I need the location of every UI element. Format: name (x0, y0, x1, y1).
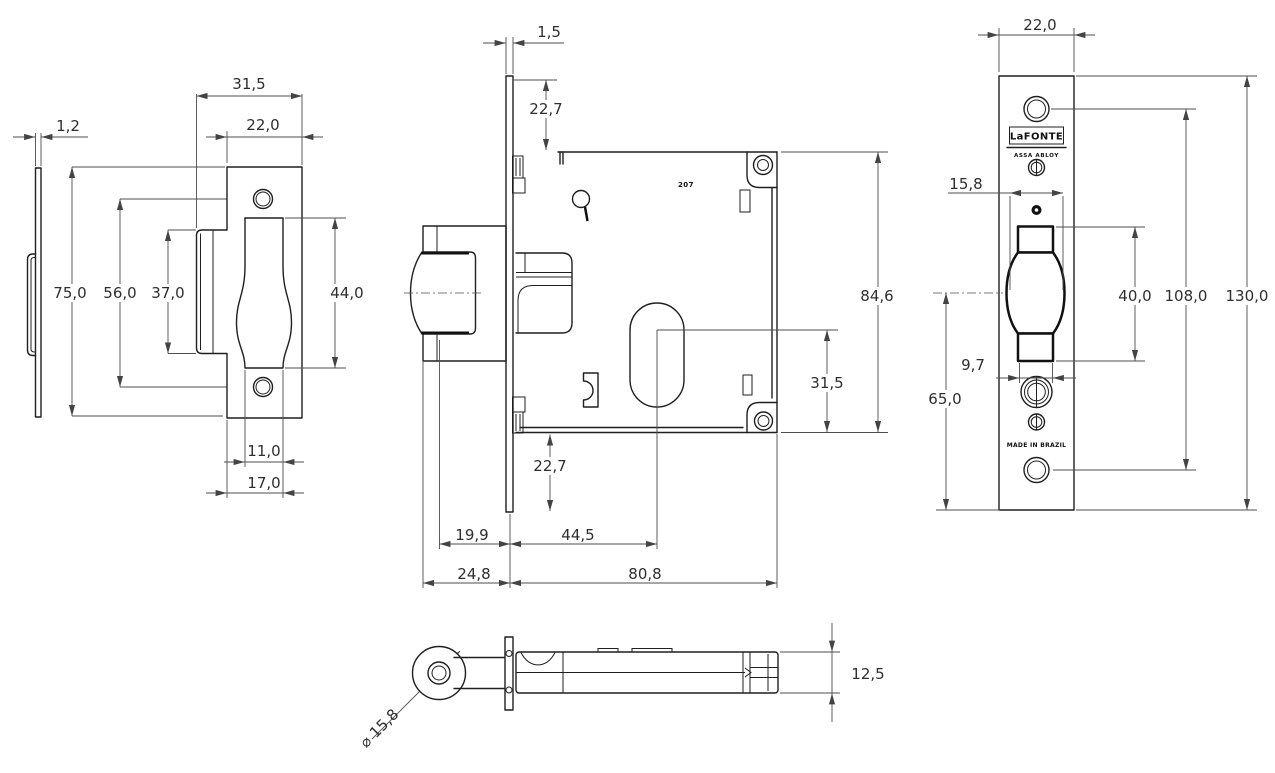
lock-top-view: 12,5 ⌀ 15,8 (356, 623, 885, 751)
dim-cutout-width: 11,0 (247, 442, 280, 460)
faceplate-screw-mark-bottom (505, 686, 513, 694)
dim-lines-case (422, 37, 888, 588)
dim-bolt-tail-width: 9,7 (961, 356, 985, 374)
dim-latch-center-to-faceplate: 19,9 (455, 526, 488, 544)
dim-face-width: 22,0 (246, 116, 279, 134)
spindle-follower (582, 372, 599, 408)
dim-cutout-height: 44,0 (330, 284, 363, 302)
strike-lip-inner (30, 257, 36, 353)
dim-bolt-width: 15,8 (949, 175, 982, 193)
latch-housing-rear-detail (516, 253, 572, 333)
adjuster-slot-top (1027, 158, 1046, 177)
strike-cutout (235, 217, 293, 369)
case-outline (515, 151, 778, 434)
case-plan-details (516, 648, 778, 693)
brand-logo-box (1009, 126, 1064, 145)
dim-cylinder-to-bottom: 31,5 (810, 374, 843, 392)
faceplate-edge (505, 75, 514, 513)
dim-top-offset: 22,7 (529, 100, 562, 118)
dim-bolt-center-to-bottom: 65,0 (928, 390, 961, 408)
brand-logo: LaFONTE (1010, 132, 1063, 143)
dim-case-thickness: 12,5 (851, 665, 884, 683)
faceplate-screw-hole-top (1023, 95, 1050, 123)
case-tab-bottom (746, 401, 778, 434)
dim-screw-hole-spacing: 56,0 (103, 284, 136, 302)
brand-sub: ASSA ABLOY (1014, 153, 1059, 159)
strike-lip-outer (26, 253, 37, 357)
faceplate-front-view: LaFONTE ASSA ABLOY MADE IN BRAZIL (926, 16, 1271, 511)
faceplate-bosses (512, 155, 526, 434)
dim-roller-diameter: ⌀ 15,8 (356, 705, 402, 751)
dim-bolt-height: 40,0 (1118, 287, 1151, 305)
dim-bottom-offset: 22,7 (533, 457, 566, 475)
dim-hole-spacing: 108,0 (1165, 287, 1208, 305)
bolt-bottom (1016, 332, 1055, 363)
dim-latch-depth: 24,8 (457, 565, 490, 583)
dim-faceplate-thickness: 1,5 (537, 23, 561, 41)
dim-overall-height: 75,0 (53, 284, 86, 302)
strike-plate-front-view: 31,5 22,0 44,0 11,0 17,0 (195, 75, 368, 498)
dim-backset: 44,5 (561, 526, 594, 544)
roller-hub (427, 661, 451, 685)
case-pin-tail (583, 206, 589, 222)
dim-lip-height: 37,0 (151, 284, 184, 302)
dim-lines-left-column (68, 166, 253, 417)
faceplate-plan (504, 636, 514, 711)
faceplate-screw-mark-top (505, 650, 513, 657)
dim-edge-to-cutout: 17,0 (247, 474, 280, 492)
bolt-top (1016, 225, 1055, 254)
dim-case-depth: 80,8 (628, 565, 661, 583)
case-tab-top-hole (752, 154, 774, 176)
dim-lines-plan (780, 623, 840, 722)
case-tab-bottom-hole (753, 411, 774, 431)
faceplate-screw-hole-bottom (1023, 456, 1050, 484)
case-stamp: 207 (678, 181, 694, 189)
dim-case-height: 84,6 (860, 287, 893, 305)
strike-plate-edge (34, 167, 42, 418)
case-pin-hole (571, 189, 591, 209)
dim-lines-1-2 (13, 133, 88, 166)
dim-overall-width: 31,5 (232, 75, 265, 93)
lock-case-side-view: 207 (404, 23, 899, 588)
strike-plate-side-view: 1,2 75,0 56,0 37,0 (13, 117, 253, 418)
dim-faceplate-width: 22,0 (1023, 16, 1056, 34)
dim-lines-faceplate (936, 28, 1257, 511)
made-in-label: MADE IN BRAZIL (1007, 442, 1067, 449)
case-tab-top (746, 151, 778, 189)
case-slot-top (739, 189, 751, 213)
bolt-barrel (1005, 251, 1066, 335)
dim-plate-thickness: 1,2 (56, 117, 80, 135)
latch-housing-rear (515, 252, 573, 334)
dim-faceplate-height: 130,0 (1226, 287, 1269, 305)
case-slot-bottom (742, 374, 753, 396)
